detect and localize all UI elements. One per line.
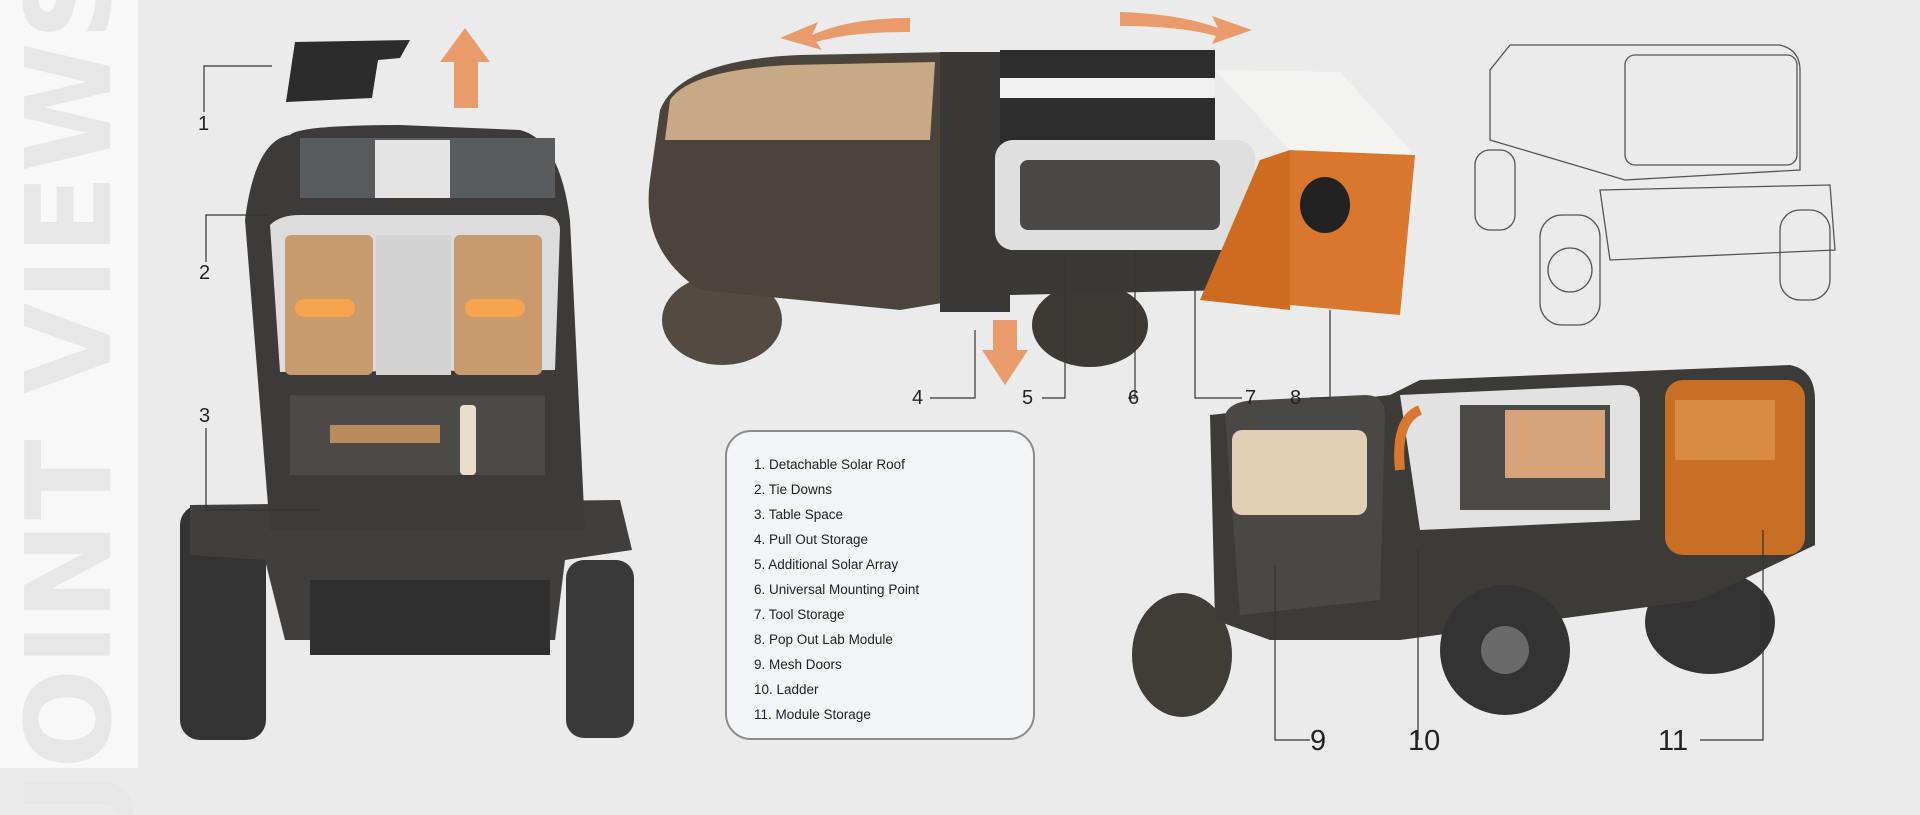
front-left-tire [180, 505, 266, 740]
sketch-view-vehicle [1474, 44, 1836, 326]
legend-item: 1. Detachable Solar Roof [754, 457, 905, 472]
down-arrow [982, 320, 1028, 385]
callout-1: 1 [198, 113, 210, 135]
front-view-vehicle [180, 28, 634, 740]
side-view-vehicle [648, 12, 1415, 385]
legend-item: 8. Pop Out Lab Module [754, 632, 893, 647]
vehicle-illustrations [180, 12, 1836, 741]
legend-item: 5. Additional Solar Array [754, 557, 899, 572]
legend-item: 11. Module Storage [754, 707, 871, 722]
callout-3: 3 [199, 405, 211, 427]
legend-item: 7. Tool Storage [754, 607, 845, 622]
legend-item: 10. Ladder [754, 682, 819, 697]
callout-10: 10 [1408, 725, 1441, 757]
legend-item: 4. Pull Out Storage [754, 532, 869, 547]
legend-item: 2. Tie Downs [754, 482, 833, 497]
title-band [0, 0, 138, 768]
rotate-arrow-right [1120, 12, 1252, 44]
up-arrow [440, 28, 490, 108]
rear-view-front-tire [1132, 593, 1232, 717]
feature-legend: 1. Detachable Solar Roof 2. Tie Downs 3.… [725, 430, 1035, 740]
legend-item: 3. Table Space [754, 507, 844, 522]
legend-item: 9. Mesh Doors [754, 657, 842, 672]
callout-4: 4 [912, 387, 924, 409]
rotate-arrow-left [780, 18, 910, 50]
callout-leader-lines [203, 65, 1764, 741]
callout-6: 6 [1128, 387, 1140, 409]
callout-5: 5 [1022, 387, 1034, 409]
front-right-tire [566, 560, 634, 738]
callout-8: 8 [1290, 387, 1302, 409]
side-front-tire [1032, 283, 1148, 367]
detachable-solar-roof-panel [286, 40, 410, 102]
side-rear-tire [662, 275, 782, 365]
callout-9: 9 [1310, 725, 1327, 757]
legend-item: 6. Universal Mounting Point [754, 582, 920, 597]
callout-11: 11 [1658, 725, 1689, 757]
callout-2: 2 [199, 262, 211, 284]
callout-7: 7 [1245, 387, 1257, 409]
rear-three-quarter-vehicle [1132, 365, 1815, 717]
